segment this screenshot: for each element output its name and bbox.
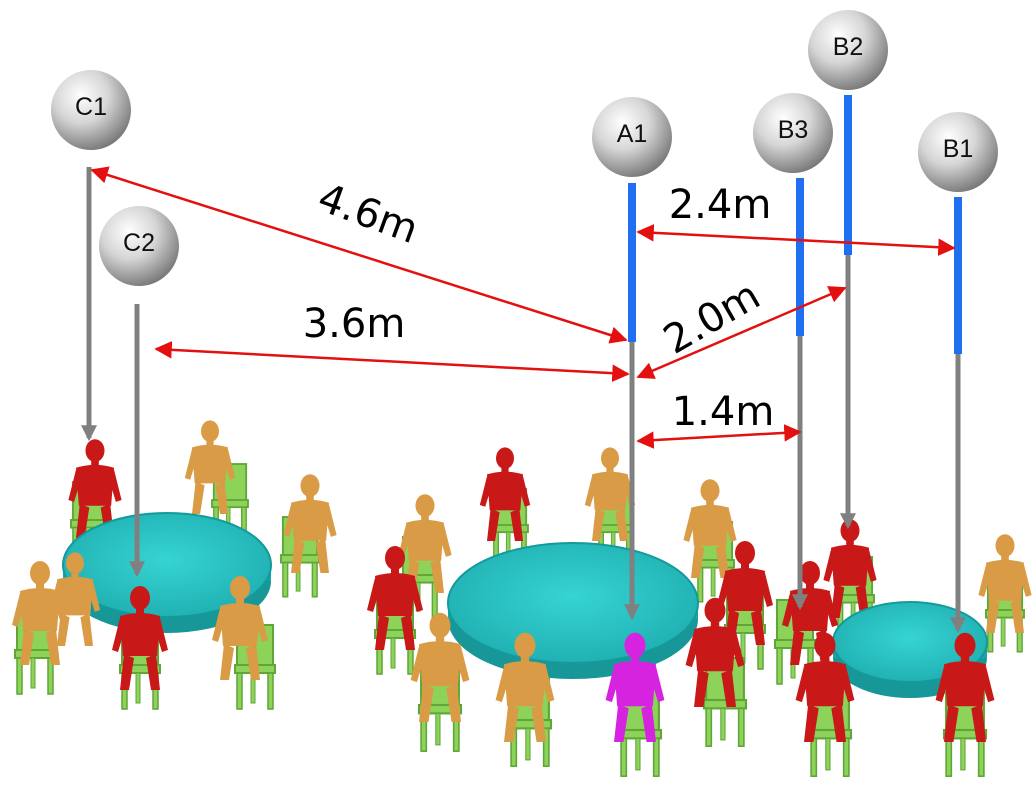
- node-label-a1: A1: [617, 120, 648, 148]
- node-label-b2: B2: [833, 33, 864, 61]
- distance-arrow-c2-a1: [154, 341, 630, 382]
- person-icon: [68, 439, 122, 538]
- distance-label-a1-b3: 1.4m: [672, 389, 775, 435]
- node-b2: B2: [808, 10, 888, 90]
- distance-label-a1-b1: 2.4m: [669, 182, 772, 228]
- node-label-b3: B3: [778, 116, 809, 144]
- node-label-c2: C2: [123, 229, 155, 257]
- distance-arrows: [90, 166, 956, 449]
- person-icon: [683, 479, 737, 578]
- distance-label-a1-b2: 2.0m: [656, 272, 768, 363]
- person-icon: [410, 612, 470, 722]
- person-icon: [795, 632, 855, 742]
- node-a1: A1: [592, 97, 672, 177]
- node-b1: B1: [918, 112, 998, 192]
- person-icon: [212, 576, 268, 680]
- person-icon: [283, 474, 337, 573]
- person-icon: [605, 632, 665, 742]
- person-icon: [184, 420, 236, 514]
- person-icon: [367, 546, 423, 650]
- distance-arrow-a1-b1: [636, 224, 956, 256]
- distance-label-c1-a1: 4.6m: [312, 175, 424, 253]
- sphere-icon: [753, 93, 833, 173]
- person-icon: [495, 632, 555, 742]
- person-icon: [12, 561, 68, 665]
- sphere-icon: [99, 206, 179, 286]
- person-icon: [935, 632, 995, 742]
- person-icon: [685, 597, 745, 707]
- distance-arrow-a1-b3: [636, 424, 802, 449]
- person-icon: [112, 586, 168, 690]
- distance-label-c2-a1: 3.6m: [303, 301, 406, 347]
- sphere-icon: [918, 112, 998, 192]
- node-label-c1: C1: [75, 93, 107, 121]
- person-icon: [49, 552, 101, 646]
- person-icon: [584, 447, 636, 541]
- distance-arrow-c1-a1: [90, 166, 628, 344]
- sphere-icon: [51, 70, 131, 150]
- round-table-icon: [447, 542, 699, 679]
- sphere-icon: [592, 97, 672, 177]
- person-icon: [479, 447, 531, 541]
- distance-arrow-a1-b2: [636, 286, 847, 379]
- node-c1: C1: [51, 70, 131, 150]
- person-icon: [717, 541, 773, 645]
- person-icon: [978, 534, 1032, 633]
- node-c2: C2: [99, 206, 179, 286]
- node-label-b1: B1: [943, 135, 974, 163]
- dining-scene: [12, 420, 1032, 777]
- round-table-icon: [62, 512, 272, 633]
- node-b3: B3: [753, 93, 833, 173]
- sphere-icon: [808, 10, 888, 90]
